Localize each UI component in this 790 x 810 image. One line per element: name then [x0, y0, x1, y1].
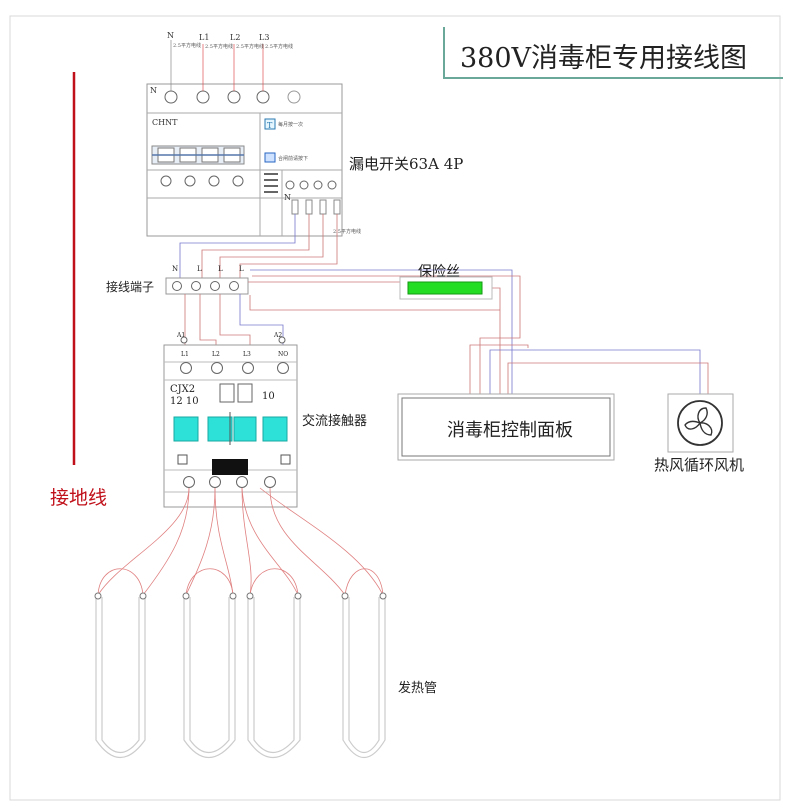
breaker-terminal-l1: L1 — [199, 33, 210, 42]
incoming-wires — [170, 40, 264, 91]
breaker-label: 漏电开关63A 4P — [349, 155, 464, 173]
terminal-screw-icon — [196, 90, 210, 104]
contactor-pin-l3: L3 — [243, 351, 251, 358]
heater-label: 发热管 — [398, 681, 438, 696]
title-frame — [443, 27, 783, 79]
contactor-rating: 10 — [262, 391, 275, 402]
contactor-pin-l2: L2 — [212, 351, 220, 358]
breaker-bottom-n: N — [284, 193, 291, 202]
wire-note-n: 2.5平方电线 — [173, 43, 201, 49]
breaker-top-terminals — [164, 90, 270, 104]
contactor-pin-l1: L1 — [181, 351, 189, 358]
contactor-spec: 12 10 — [170, 396, 199, 407]
heating-tube-icon — [95, 597, 386, 758]
control-panel-label: 消毒柜控制面板 — [447, 420, 573, 441]
circulation-fan — [667, 393, 734, 453]
breaker-brand: CHNT — [152, 118, 178, 127]
terminal-pin-l1: L — [197, 265, 202, 273]
contactor-pin-no: NO — [278, 351, 289, 358]
test-button-icon — [264, 118, 276, 130]
fuse-label: 保险丝 — [418, 264, 460, 280]
fan-icon — [677, 400, 723, 446]
distribution-wires — [184, 269, 709, 400]
breaker-output-wires — [179, 214, 338, 283]
breaker-terminal-l3: L3 — [259, 33, 270, 42]
coil-a2: A2 — [274, 332, 283, 339]
breaker-terminal-n: N — [167, 31, 174, 40]
leakage-breaker: T — [146, 83, 343, 237]
terminal-pin-l2: L — [218, 265, 223, 273]
contactor-label: 交流接触器 — [302, 414, 368, 429]
control-panel — [397, 393, 615, 461]
heater-terminals — [94, 592, 387, 600]
terminal-screw-icon — [256, 90, 270, 104]
wire-note-l2: 2.5平方电线 — [236, 44, 264, 50]
terminal-pin-n: N — [172, 265, 179, 273]
breaker-n-mark: N — [150, 86, 157, 95]
terminal-pin-l3: L — [239, 265, 244, 273]
svg-text:T: T — [267, 121, 273, 130]
wire-note-l1: 2.5平方电线 — [205, 44, 233, 50]
fuse — [399, 276, 493, 300]
reset-indicator-icon — [264, 152, 276, 163]
ac-contactor — [163, 336, 298, 508]
contactor-model: CJX2 — [170, 384, 196, 395]
wire-note-l3: 2.5平方电线 — [265, 44, 293, 50]
ground-label: 接地线 — [50, 487, 108, 509]
fan-label: 热风循环风机 — [654, 456, 745, 474]
terminal-screw-icon — [164, 90, 178, 104]
heater-feed-wires — [97, 487, 384, 596]
reset-note: 合闸前请按下 — [278, 156, 309, 162]
terminal-block-label: 接线端子 — [106, 280, 155, 294]
terminal-screw-icon — [227, 90, 241, 104]
out-wire-note: 2.5平方电线 — [333, 229, 361, 235]
page-title: 380V消毒柜专用接线图 — [460, 43, 748, 74]
breaker-mid-terminals — [160, 175, 337, 190]
coil-a1: A1 — [177, 332, 186, 339]
terminal-block — [165, 277, 249, 295]
test-note: 每月按一次 — [278, 122, 304, 128]
breaker-terminal-l2: L2 — [230, 33, 241, 42]
